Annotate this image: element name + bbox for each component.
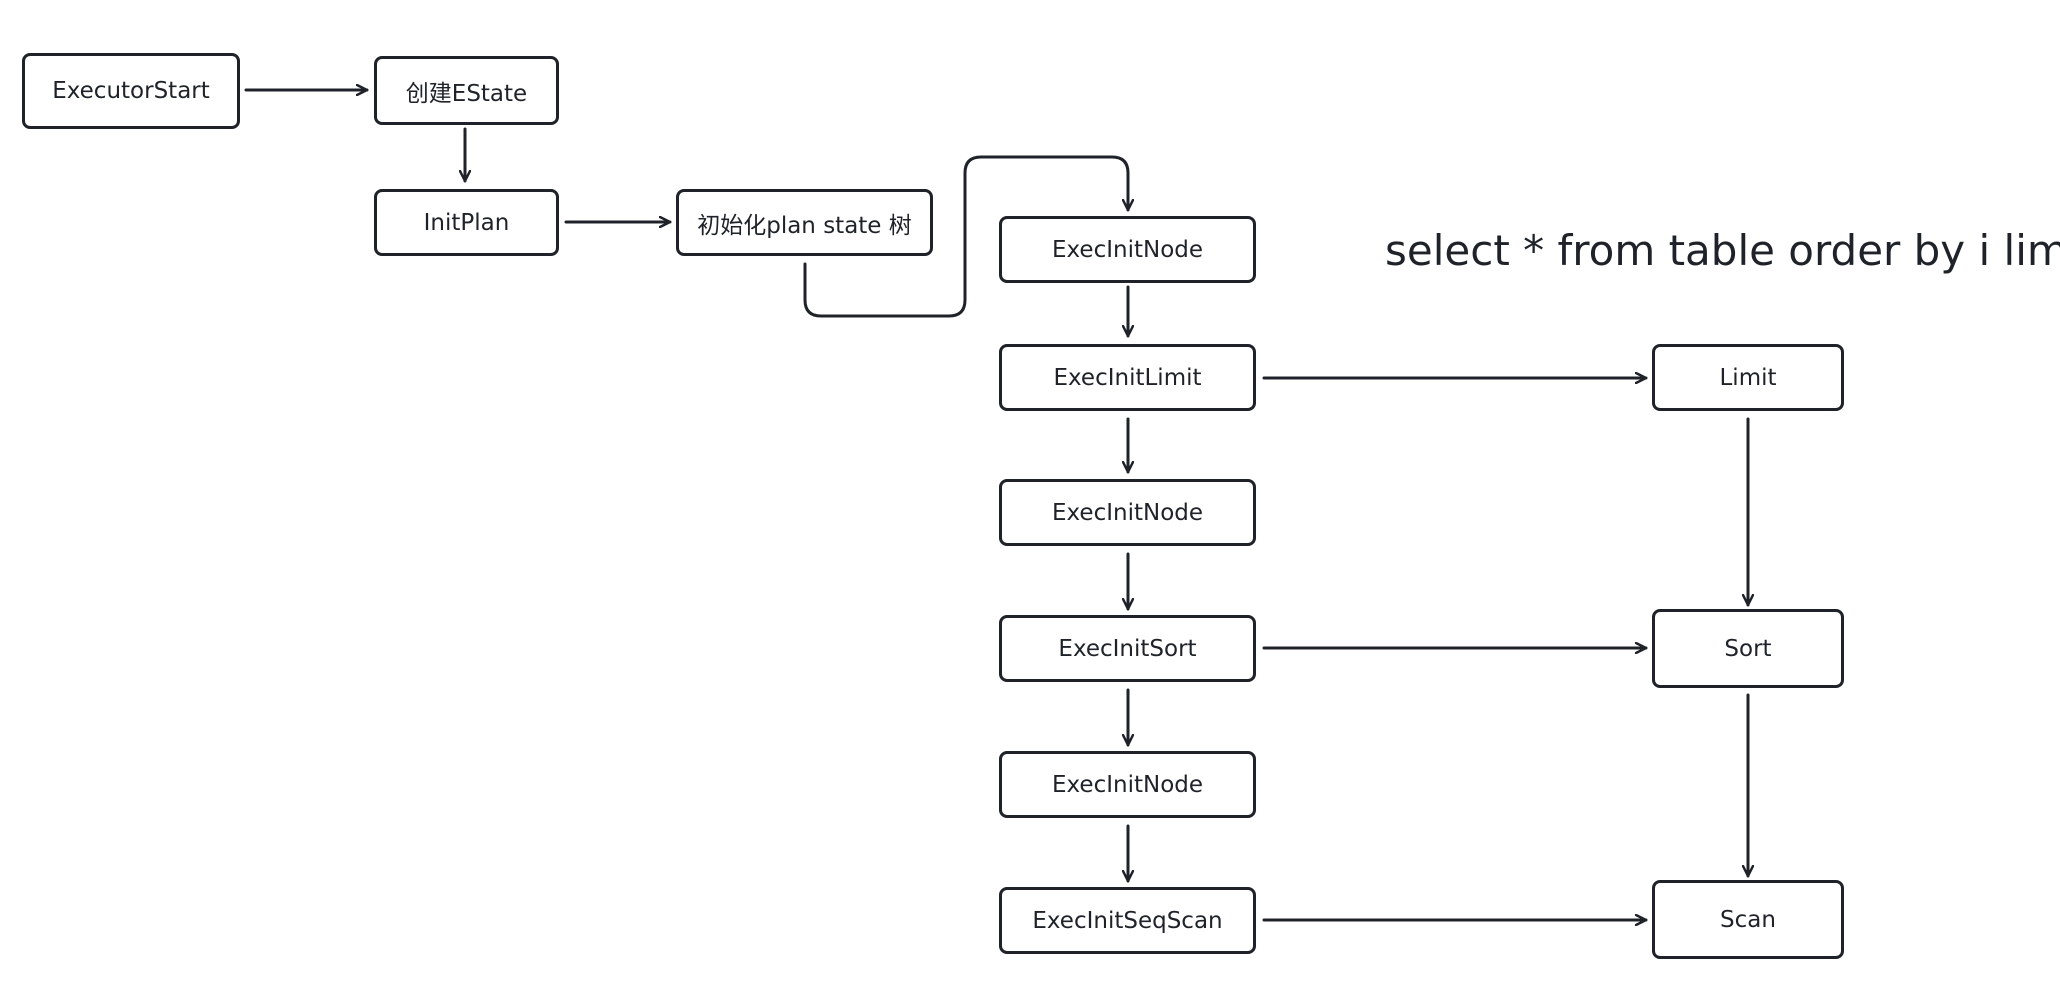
node-execinitsort: ExecInitSort (999, 615, 1256, 682)
node-limit: Limit (1652, 344, 1844, 411)
node-execinitlimit: ExecInitLimit (999, 344, 1256, 411)
node-initplan: InitPlan (374, 189, 559, 256)
node-execinitnode-2: ExecInitNode (999, 479, 1256, 546)
node-executorstart: ExecutorStart (22, 53, 240, 129)
node-execinitnode-1: ExecInitNode (999, 216, 1256, 283)
node-init-plan-state-tree: 初始化plan state 树 (676, 189, 933, 256)
node-scan: Scan (1652, 880, 1844, 959)
node-sort: Sort (1652, 609, 1844, 688)
node-create-estate: 创建EState (374, 56, 559, 125)
node-execinitnode-3: ExecInitNode (999, 751, 1256, 818)
node-execinitseqscan: ExecInitSeqScan (999, 887, 1256, 954)
sql-query-label: select * from table order by i limit 2; (1385, 226, 2060, 275)
edge-init-tree-to-execinitnode (803, 155, 1128, 318)
